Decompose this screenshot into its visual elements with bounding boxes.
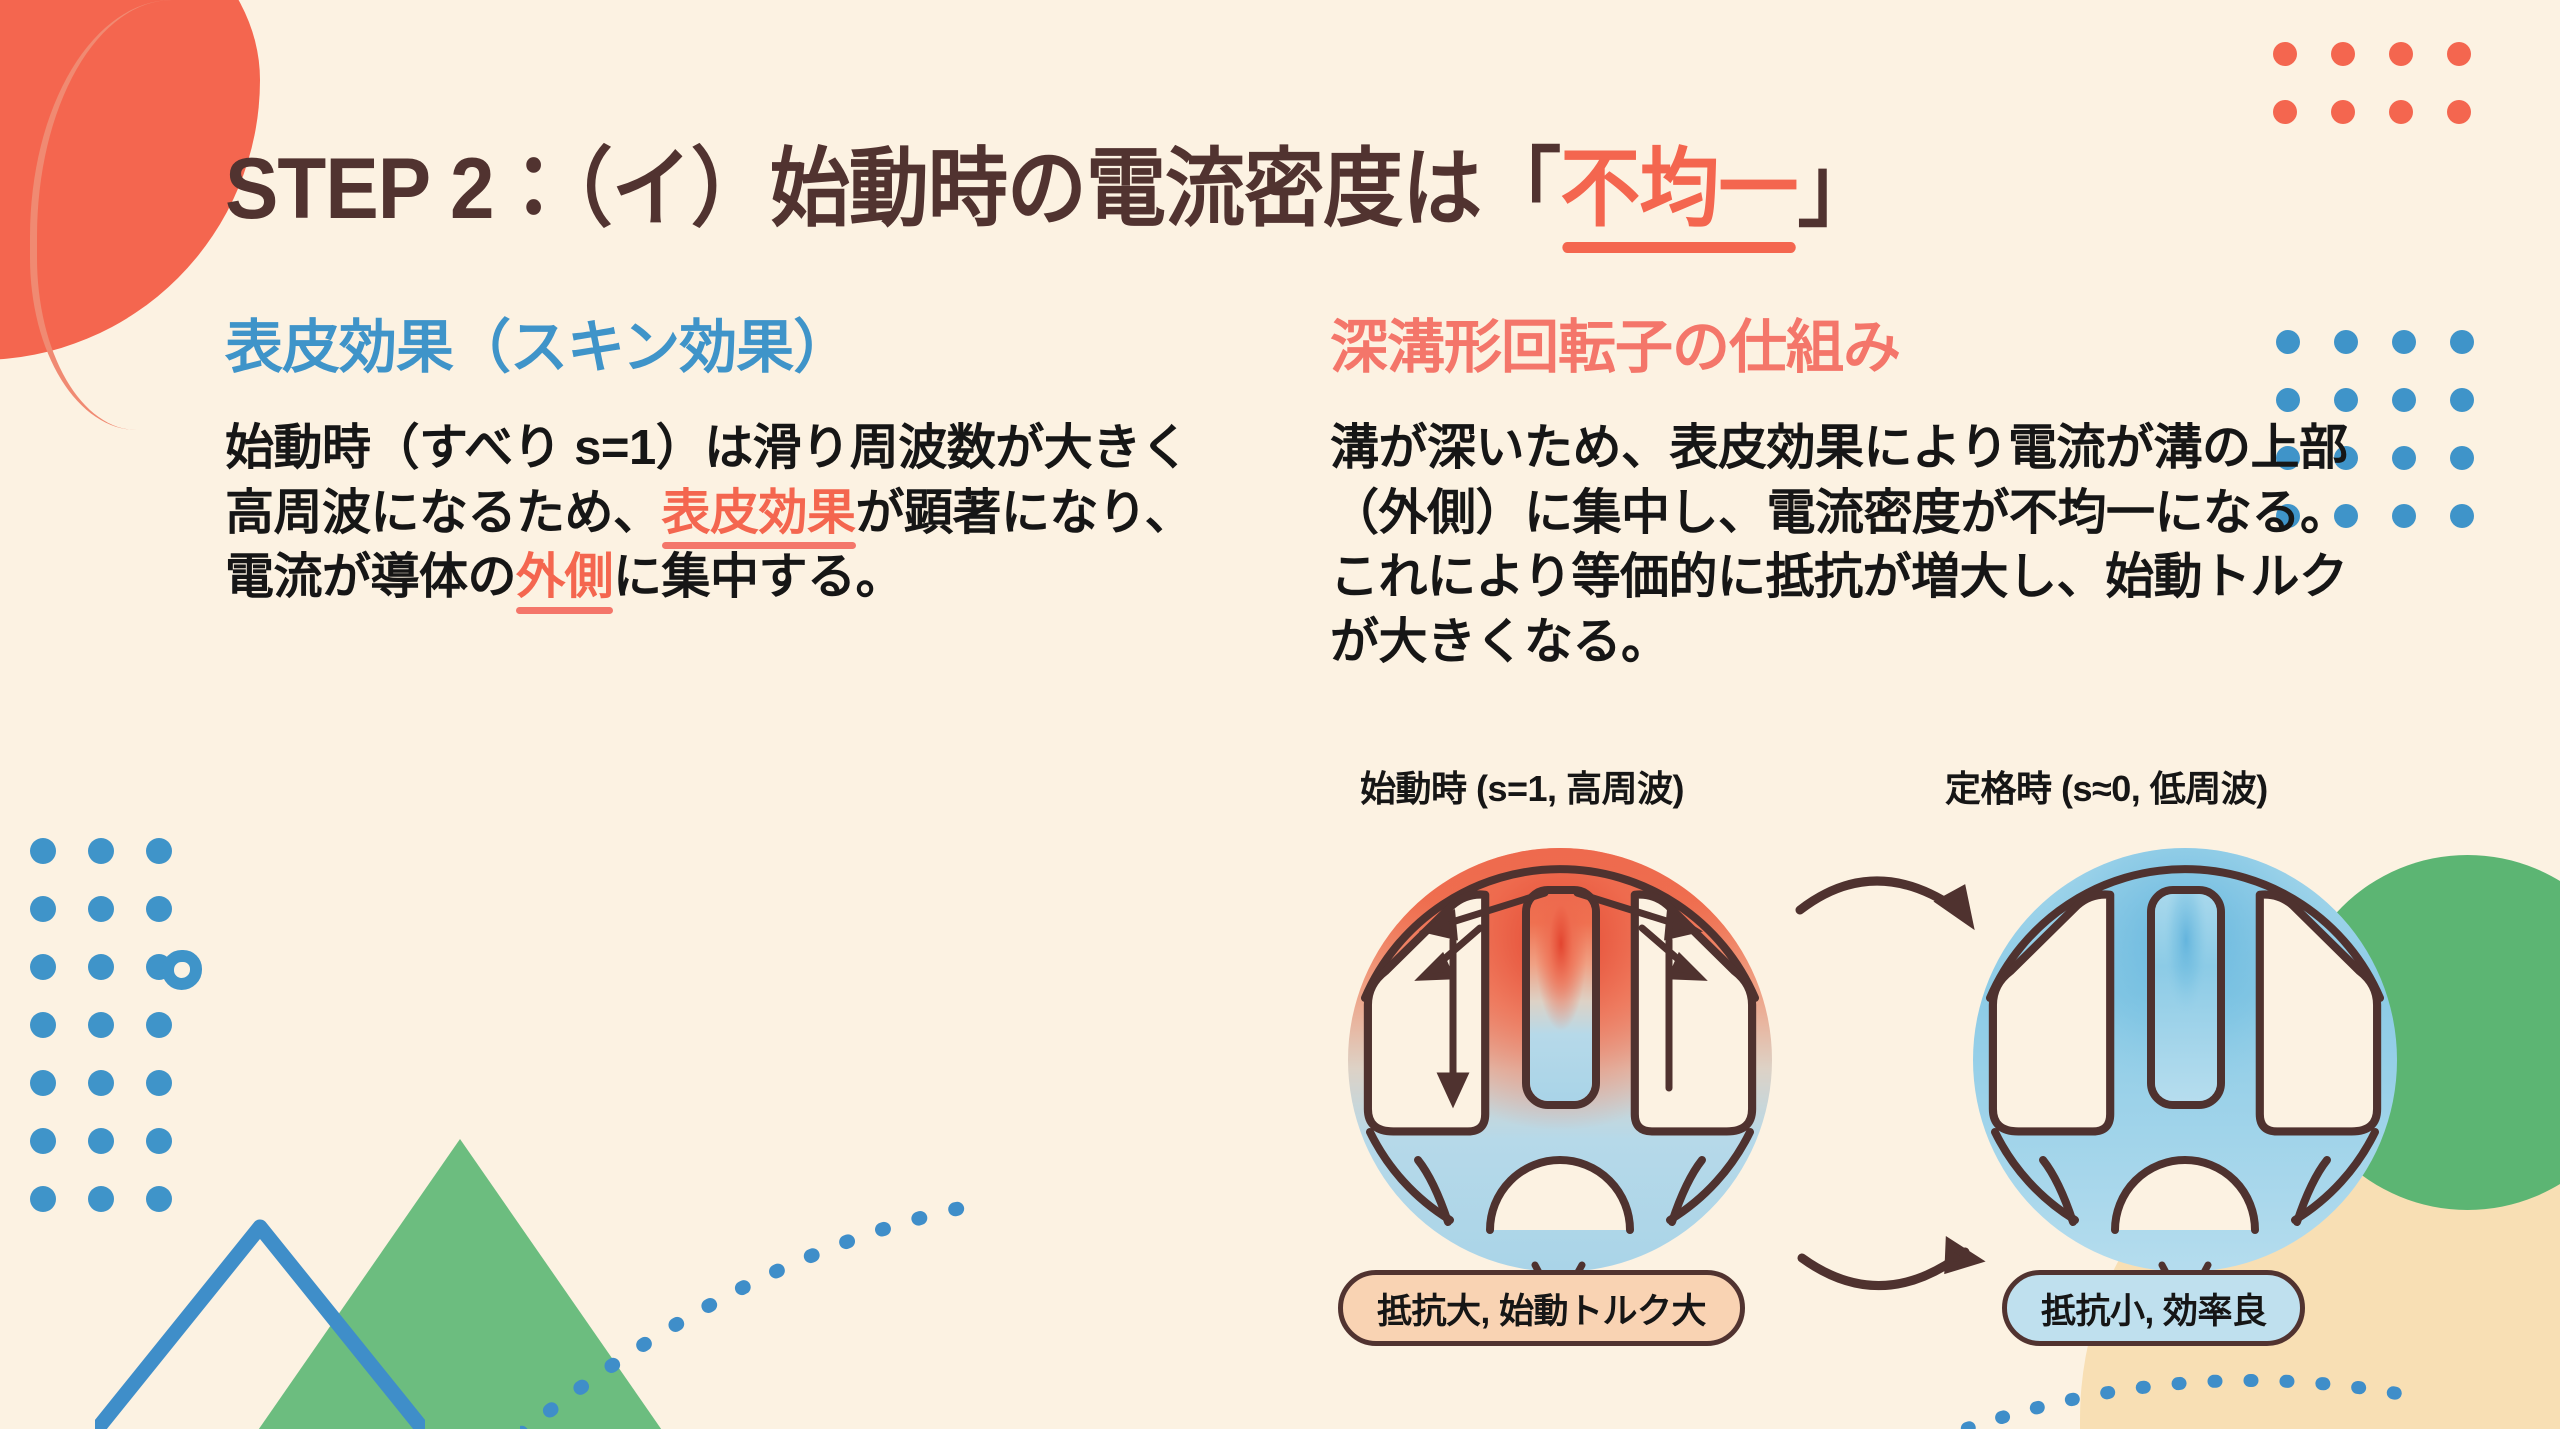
body-text-0: 溝が深いため、表皮効果により電流が溝の上部（外側）に集中し、電流密度が不均一にな… [1330,421,2349,670]
green-triangle-decoration [245,1139,675,1429]
blue-ring-decoration [162,950,202,990]
rotor-rated [1973,848,2397,1272]
rotor-comparison-diagram: 始動時 (s=1, 高周波) 定格時 (s≈0, 低周波) [1330,760,2450,1380]
page-title-highlight: 不均一 [1560,118,1798,253]
blue-dot-grid-bottom-left-decoration [30,838,204,1244]
blue-dotted-arc-decoration [520,1197,980,1429]
coral-blob-decoration [0,0,260,430]
pill-starting: 抵抗大, 始動トルク大 [1338,1270,1745,1346]
pill-rated: 抵抗小, 効率良 [2002,1270,2306,1346]
transition-arrows [1795,876,1986,1290]
rotor-diagram-svg [1348,848,2397,1312]
blue-chevron-decoration [95,1219,425,1429]
diagram-label-starting: 始動時 (s=1, 高周波) [1360,768,1685,809]
right-column-heading: 深溝形回転子の仕組み [1330,315,1901,380]
rotor-starting [1348,848,1772,1272]
body-text-4: に集中する。 [613,550,905,605]
body-text-0: 始動時（すべり s=1）は滑り周波数が大きく高周波になるため、 [225,421,1190,540]
body-highlight-1: 表皮効果 [661,481,856,549]
body-highlight-3: 外側 [516,545,614,614]
left-column-body: 始動時（すべり s=1）は滑り周波数が大きく高周波になるため、表皮効果が顕著にな… [225,416,1225,614]
page-title-prefix: STEP 2：（イ）始動時の電流密度は「 [225,141,1561,237]
page-title-suffix: 」 [1797,141,1877,237]
left-column-heading: 表皮効果（スキン効果） [225,315,851,380]
coral-dot-grid-decoration [2273,42,2505,158]
body-text-2: が顕著になり、電流が導体の [225,485,1194,605]
right-column-body: 溝が深いため、表皮効果により電流が溝の上部（外側）に集中し、電流密度が不均一にな… [1330,416,2390,675]
left-column: 表皮効果（スキン効果） 始動時（すべり s=1）は滑り周波数が大きく高周波になる… [225,300,1225,614]
right-column: 深溝形回転子の仕組み 溝が深いため、表皮効果により電流が溝の上部（外側）に集中し… [1330,300,2390,675]
diagram-label-rated: 定格時 (s≈0, 低周波) [1945,768,2268,809]
page-title: STEP 2：（イ）始動時の電流密度は「不均一」 [225,118,1877,253]
